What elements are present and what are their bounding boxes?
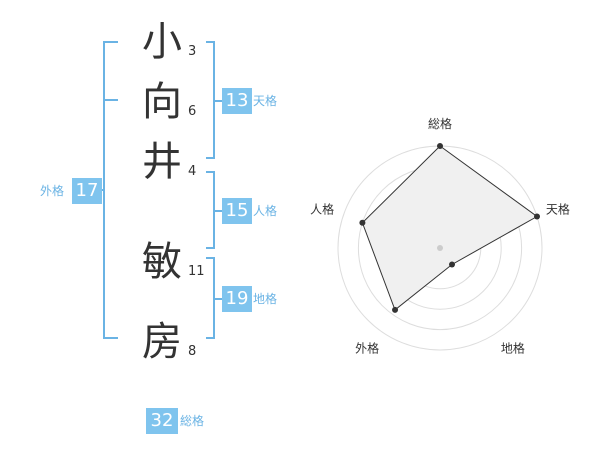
radar-center-dot [437, 245, 443, 251]
radar-point [534, 213, 541, 220]
radar-chart: 総格 天格 地格 外格 人格 [310, 116, 570, 355]
tenkaku-value-badge: 13 [222, 88, 252, 114]
radar-axis-label-gaikaku: 外格 [355, 340, 379, 355]
stroke-count-2: 6 [188, 104, 197, 119]
radar-axis-label-jinkaku: 人格 [310, 202, 334, 217]
soukaku-label: 総格 [180, 414, 205, 428]
gaikaku-value-badge: 17 [72, 178, 102, 204]
soukaku-value-badge: 32 [146, 408, 178, 434]
radar-point [448, 261, 455, 268]
radar-polygon [361, 145, 538, 311]
gaikaku-bracket [103, 41, 118, 339]
gaikaku-label: 外格 [40, 184, 65, 198]
jinkaku-label: 人格 [253, 204, 278, 218]
name-char-2: 向 [142, 79, 182, 125]
tenkaku-bracket [206, 41, 215, 159]
radar-axis-label-soukaku: 総格 [428, 116, 452, 131]
radar-point [437, 143, 443, 149]
chikaku-label: 地格 [253, 292, 278, 306]
jinkaku-bracket [206, 171, 215, 249]
radar-axis-label-tenkaku: 天格 [546, 202, 570, 217]
name-char-4: 敏 [142, 239, 182, 285]
name-char-1: 小 [142, 19, 182, 65]
stroke-count-5: 8 [188, 344, 197, 359]
radar-point [392, 306, 399, 313]
stroke-count-4: 11 [188, 264, 205, 279]
radar-point [359, 219, 366, 226]
stroke-count-1: 3 [188, 44, 197, 59]
chikaku-bracket [206, 257, 215, 339]
chikaku-value-badge: 19 [222, 286, 252, 312]
name-char-3: 井 [142, 139, 182, 185]
tenkaku-label: 天格 [253, 94, 278, 108]
radar-axis-label-chikaku: 地格 [501, 340, 525, 355]
name-char-5: 房 [142, 319, 182, 365]
stroke-count-3: 4 [188, 164, 197, 179]
jinkaku-value-badge: 15 [222, 198, 252, 224]
